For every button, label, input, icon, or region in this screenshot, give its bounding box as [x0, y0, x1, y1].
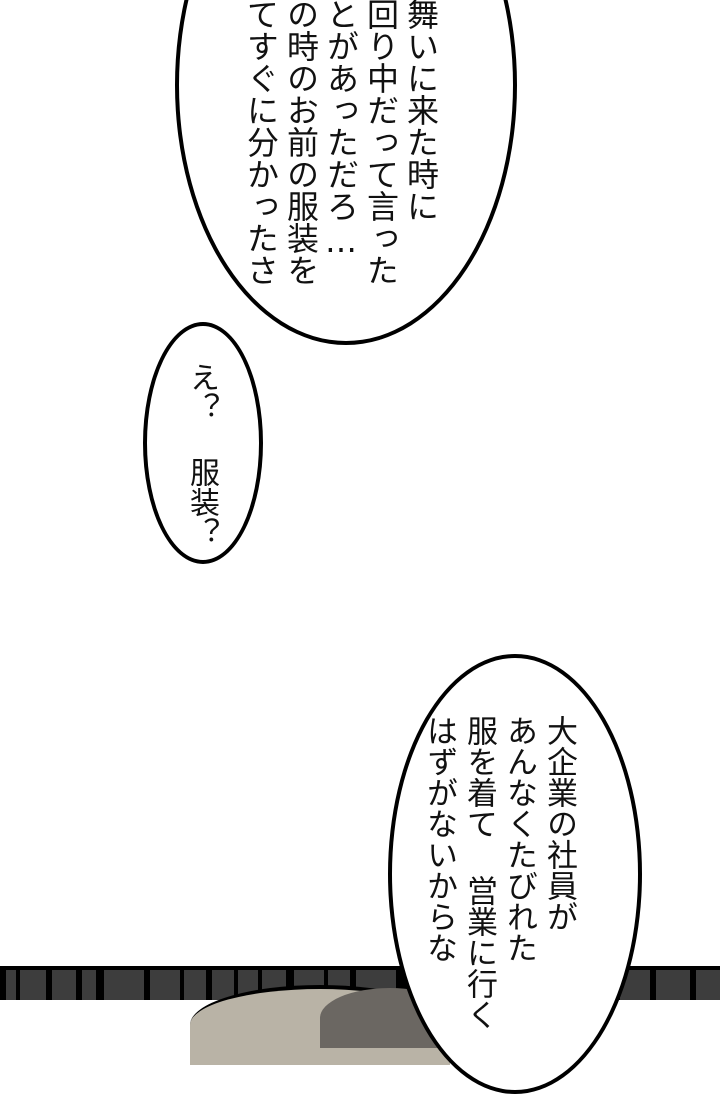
bubble-1-line-5: てすぐに分かったさ [242, 0, 280, 286]
bubble-1-line-3: とがあっただろ… [322, 0, 360, 260]
bubble-2-text: え？ 服装？ [184, 362, 219, 547]
bubble-3-line-1: 大企業の社員が [541, 715, 577, 932]
bubble-3-line-4: はずがないからな [421, 715, 457, 963]
bubble-1-line-4: の時のお前の服装を [282, 0, 320, 286]
speech-bubble-2 [143, 322, 263, 564]
bubble-1-line-2: 回り中だって言った [362, 0, 400, 286]
bubble-1-line-1: 舞いに来た時に [402, 0, 440, 222]
bubble-3-line-2: あんなくたびれた [501, 715, 537, 963]
bubble-3-line-3: 服を着て 営業に行く [461, 715, 497, 1030]
